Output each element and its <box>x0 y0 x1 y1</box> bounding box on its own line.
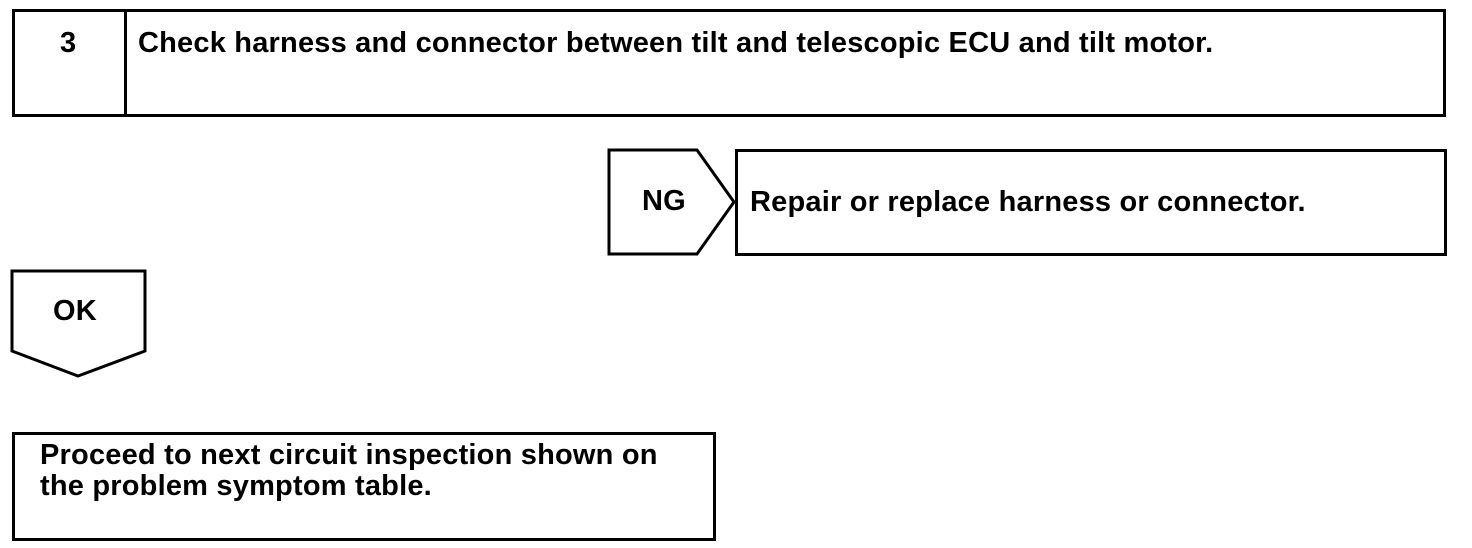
ng-label: NG <box>642 185 686 217</box>
ng-action-box <box>735 149 1447 256</box>
step-number: 3 <box>60 27 77 59</box>
step-title: Check harness and connector between tilt… <box>138 27 1214 59</box>
ok-action-line-1: Proceed to next circuit inspection shown… <box>40 439 658 471</box>
step-box <box>12 9 1446 117</box>
ok-arrow-tag <box>10 269 147 378</box>
ok-action-box <box>12 432 716 541</box>
ng-arrow-tag <box>607 148 736 256</box>
ok-action-line-2: the problem symptom table. <box>40 470 432 502</box>
step-divider <box>124 9 127 117</box>
ng-action-text: Repair or replace harness or connector. <box>750 186 1306 218</box>
ok-label: OK <box>53 295 97 327</box>
